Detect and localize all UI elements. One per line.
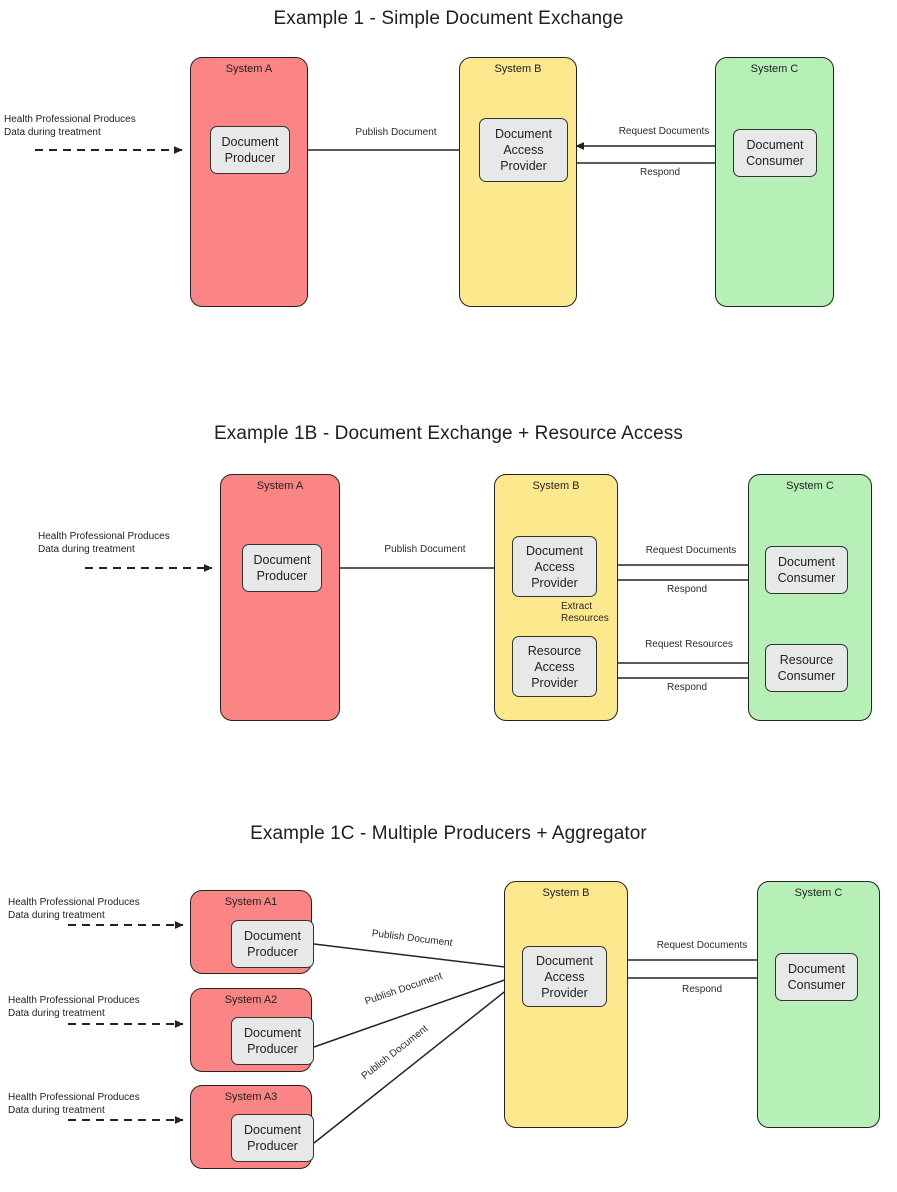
node-document-producer-1b[interactable]: Document Producer: [242, 544, 322, 592]
arrow-publish-document-1c-2: [313, 975, 514, 1048]
system-container-system-b-1: System B: [459, 57, 577, 307]
note-health-professional-1: Health Professional Produces Data during…: [4, 114, 136, 138]
section-title-example-1c: Example 1C - Multiple Producers + Aggreg…: [250, 823, 647, 844]
system-label: System A2: [224, 994, 278, 1006]
node-resource-access-provider-1b[interactable]: Resource Access Provider: [512, 636, 597, 697]
node-document-consumer-1b[interactable]: Document Consumer: [765, 546, 848, 594]
system-container-system-c-1c: System C: [757, 881, 880, 1128]
note-health-professional-1c-3: Health Professional Produces Data during…: [8, 1092, 140, 1116]
edge-label-extract-resources-1b: Extract Resources: [561, 601, 609, 624]
system-label: System C: [794, 887, 843, 899]
node-document-producer-1c-1[interactable]: Document Producer: [231, 920, 314, 968]
node-document-access-provider-1b[interactable]: Document Access Provider: [512, 536, 597, 597]
section-title-example-1b: Example 1B - Document Exchange + Resourc…: [214, 423, 683, 444]
edge-label-request-documents-1: Request Documents: [618, 126, 710, 137]
system-label: System C: [750, 63, 799, 75]
system-label: System A: [225, 63, 273, 75]
node-document-consumer-1c[interactable]: Document Consumer: [775, 953, 858, 1001]
section-title-example-1: Example 1 - Simple Document Exchange: [273, 8, 624, 29]
system-label: System C: [786, 480, 834, 492]
system-container-system-c-1: System C: [715, 57, 834, 307]
edge-label-respond-resources-1b: Respond: [666, 682, 708, 693]
system-label: System A: [256, 480, 304, 492]
node-document-access-provider-1c[interactable]: Document Access Provider: [522, 946, 607, 1007]
note-health-professional-1b: Health Professional Produces Data during…: [38, 531, 170, 555]
system-container-system-a-1: System A: [190, 57, 308, 307]
note-health-professional-1c-2: Health Professional Produces Data during…: [8, 995, 140, 1019]
edge-label-publish-document-1: Publish Document: [355, 127, 437, 138]
node-document-producer-1[interactable]: Document Producer: [210, 126, 290, 174]
edge-label-request-resources-1b: Request Resources: [645, 639, 733, 650]
note-health-professional-1c-1: Health Professional Produces Data during…: [8, 897, 140, 921]
system-label: System A1: [224, 896, 278, 908]
system-label: System B: [532, 480, 580, 492]
system-container-system-a-1b: System A: [220, 474, 340, 721]
node-resource-consumer-1b[interactable]: Resource Consumer: [765, 644, 848, 692]
arrow-publish-document-1c-1: [313, 943, 514, 971]
edge-label-publish-document-1b: Publish Document: [384, 544, 466, 555]
node-document-consumer-1[interactable]: Document Consumer: [733, 129, 817, 177]
edge-label-respond-1c: Respond: [681, 984, 723, 995]
edge-label-respond-documents-1b: Respond: [666, 584, 708, 595]
edge-label-request-documents-1c: Request Documents: [656, 940, 748, 951]
arrow-publish-document-1c-3: [313, 984, 514, 1144]
node-document-producer-1c-3[interactable]: Document Producer: [231, 1114, 314, 1162]
node-document-access-provider-1[interactable]: Document Access Provider: [479, 118, 568, 182]
system-label: System B: [494, 63, 542, 75]
edge-label-respond-1: Respond: [639, 167, 681, 178]
system-label: System A3: [224, 1091, 278, 1103]
edge-label-request-documents-1b: Request Documents: [645, 545, 737, 556]
system-label: System B: [542, 887, 590, 899]
node-document-producer-1c-2[interactable]: Document Producer: [231, 1017, 314, 1065]
